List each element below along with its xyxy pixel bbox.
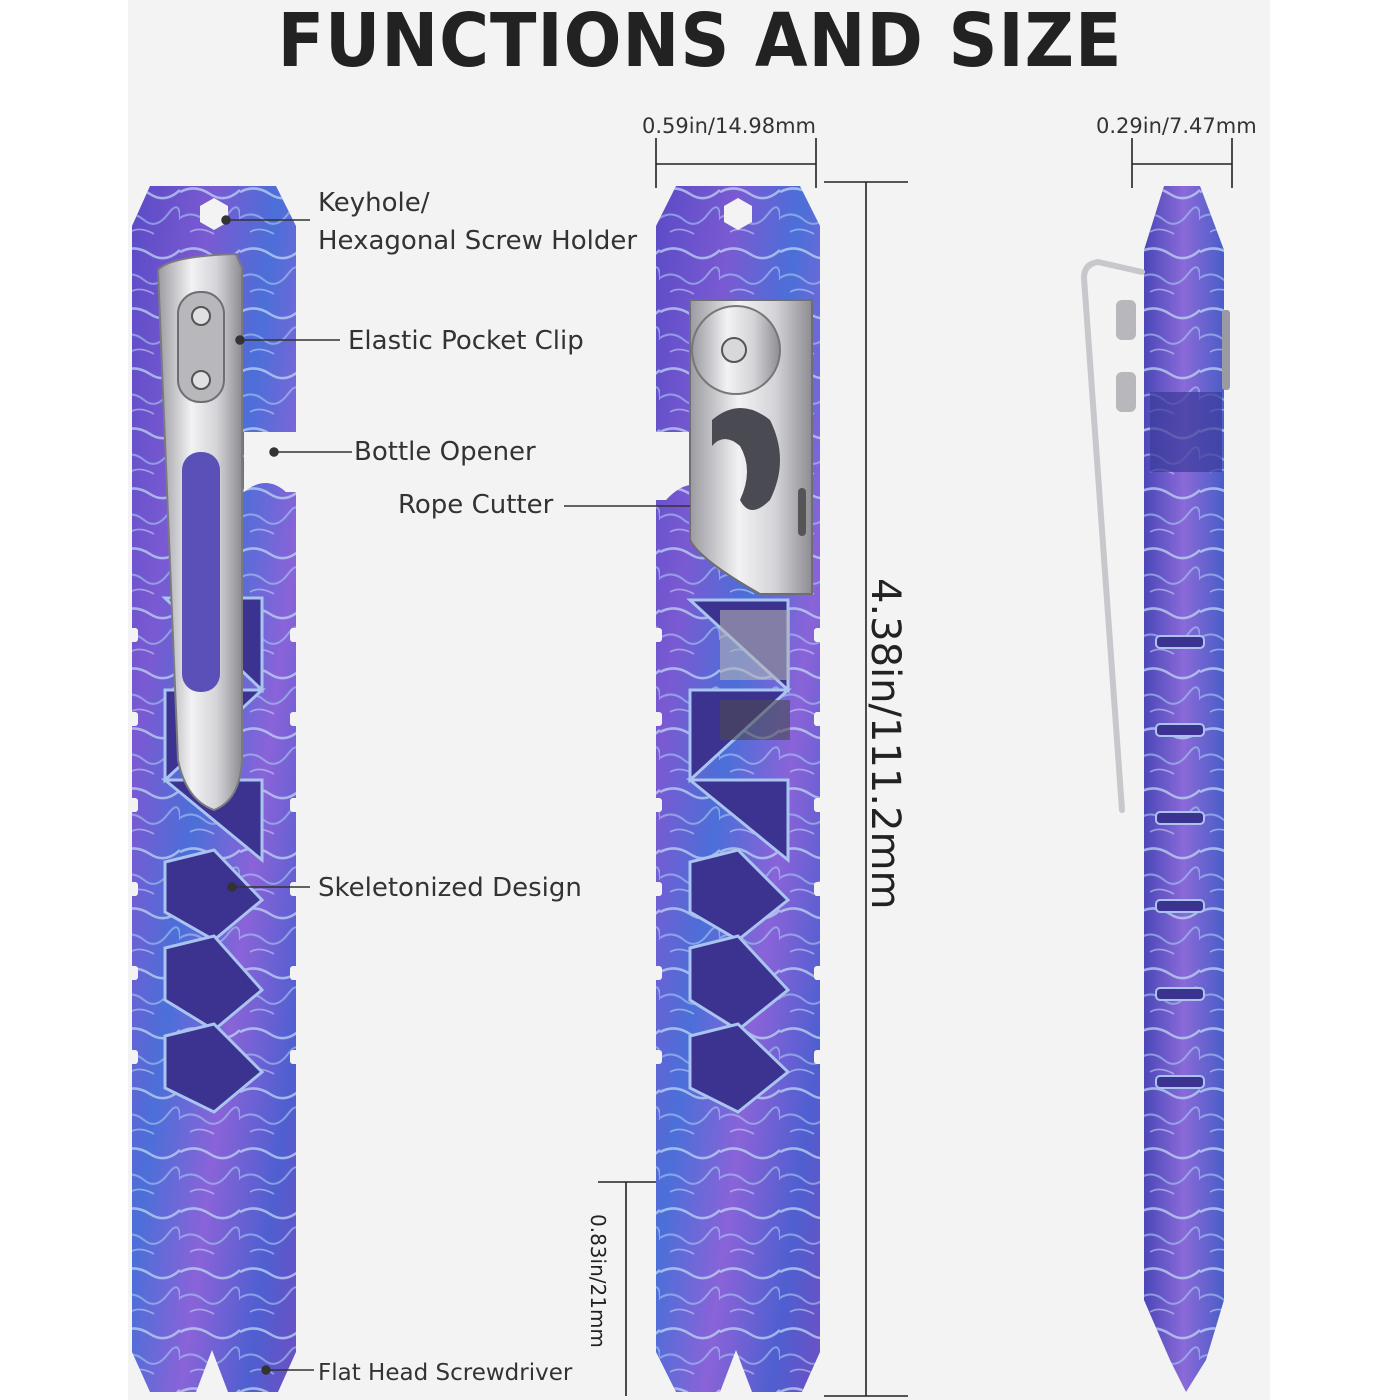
front-width-dimension: 0.59in/14.98mm — [642, 114, 817, 138]
tool-side-view — [1080, 186, 1230, 1392]
keyhole-label-line2: Hexagonal Screw Holder — [318, 226, 638, 256]
skeletonized-label: Skeletonized Design — [318, 873, 582, 903]
dimension-lines — [598, 138, 1233, 1397]
side-width-dimension: 0.29in/7.47mm — [1096, 114, 1257, 138]
screwdriver-label: Flat Head Screwdriver — [318, 1360, 573, 1386]
page-title: FUNCTIONS AND SIZE — [277, 0, 1123, 84]
length-dimension: 4.38in/111.2mm — [862, 578, 908, 910]
keyhole-label-line1: Keyhole/ — [318, 188, 430, 218]
leader-lines — [221, 215, 690, 1375]
rope-cutter-label: Rope Cutter — [398, 490, 554, 520]
tip-length-dimension: 0.83in/21mm — [586, 1214, 610, 1348]
bottle-opener-label: Bottle Opener — [354, 437, 536, 467]
tool-back-view — [128, 186, 300, 1392]
tool-front-view — [652, 186, 824, 1392]
pocket-clip-label: Elastic Pocket Clip — [348, 326, 584, 356]
